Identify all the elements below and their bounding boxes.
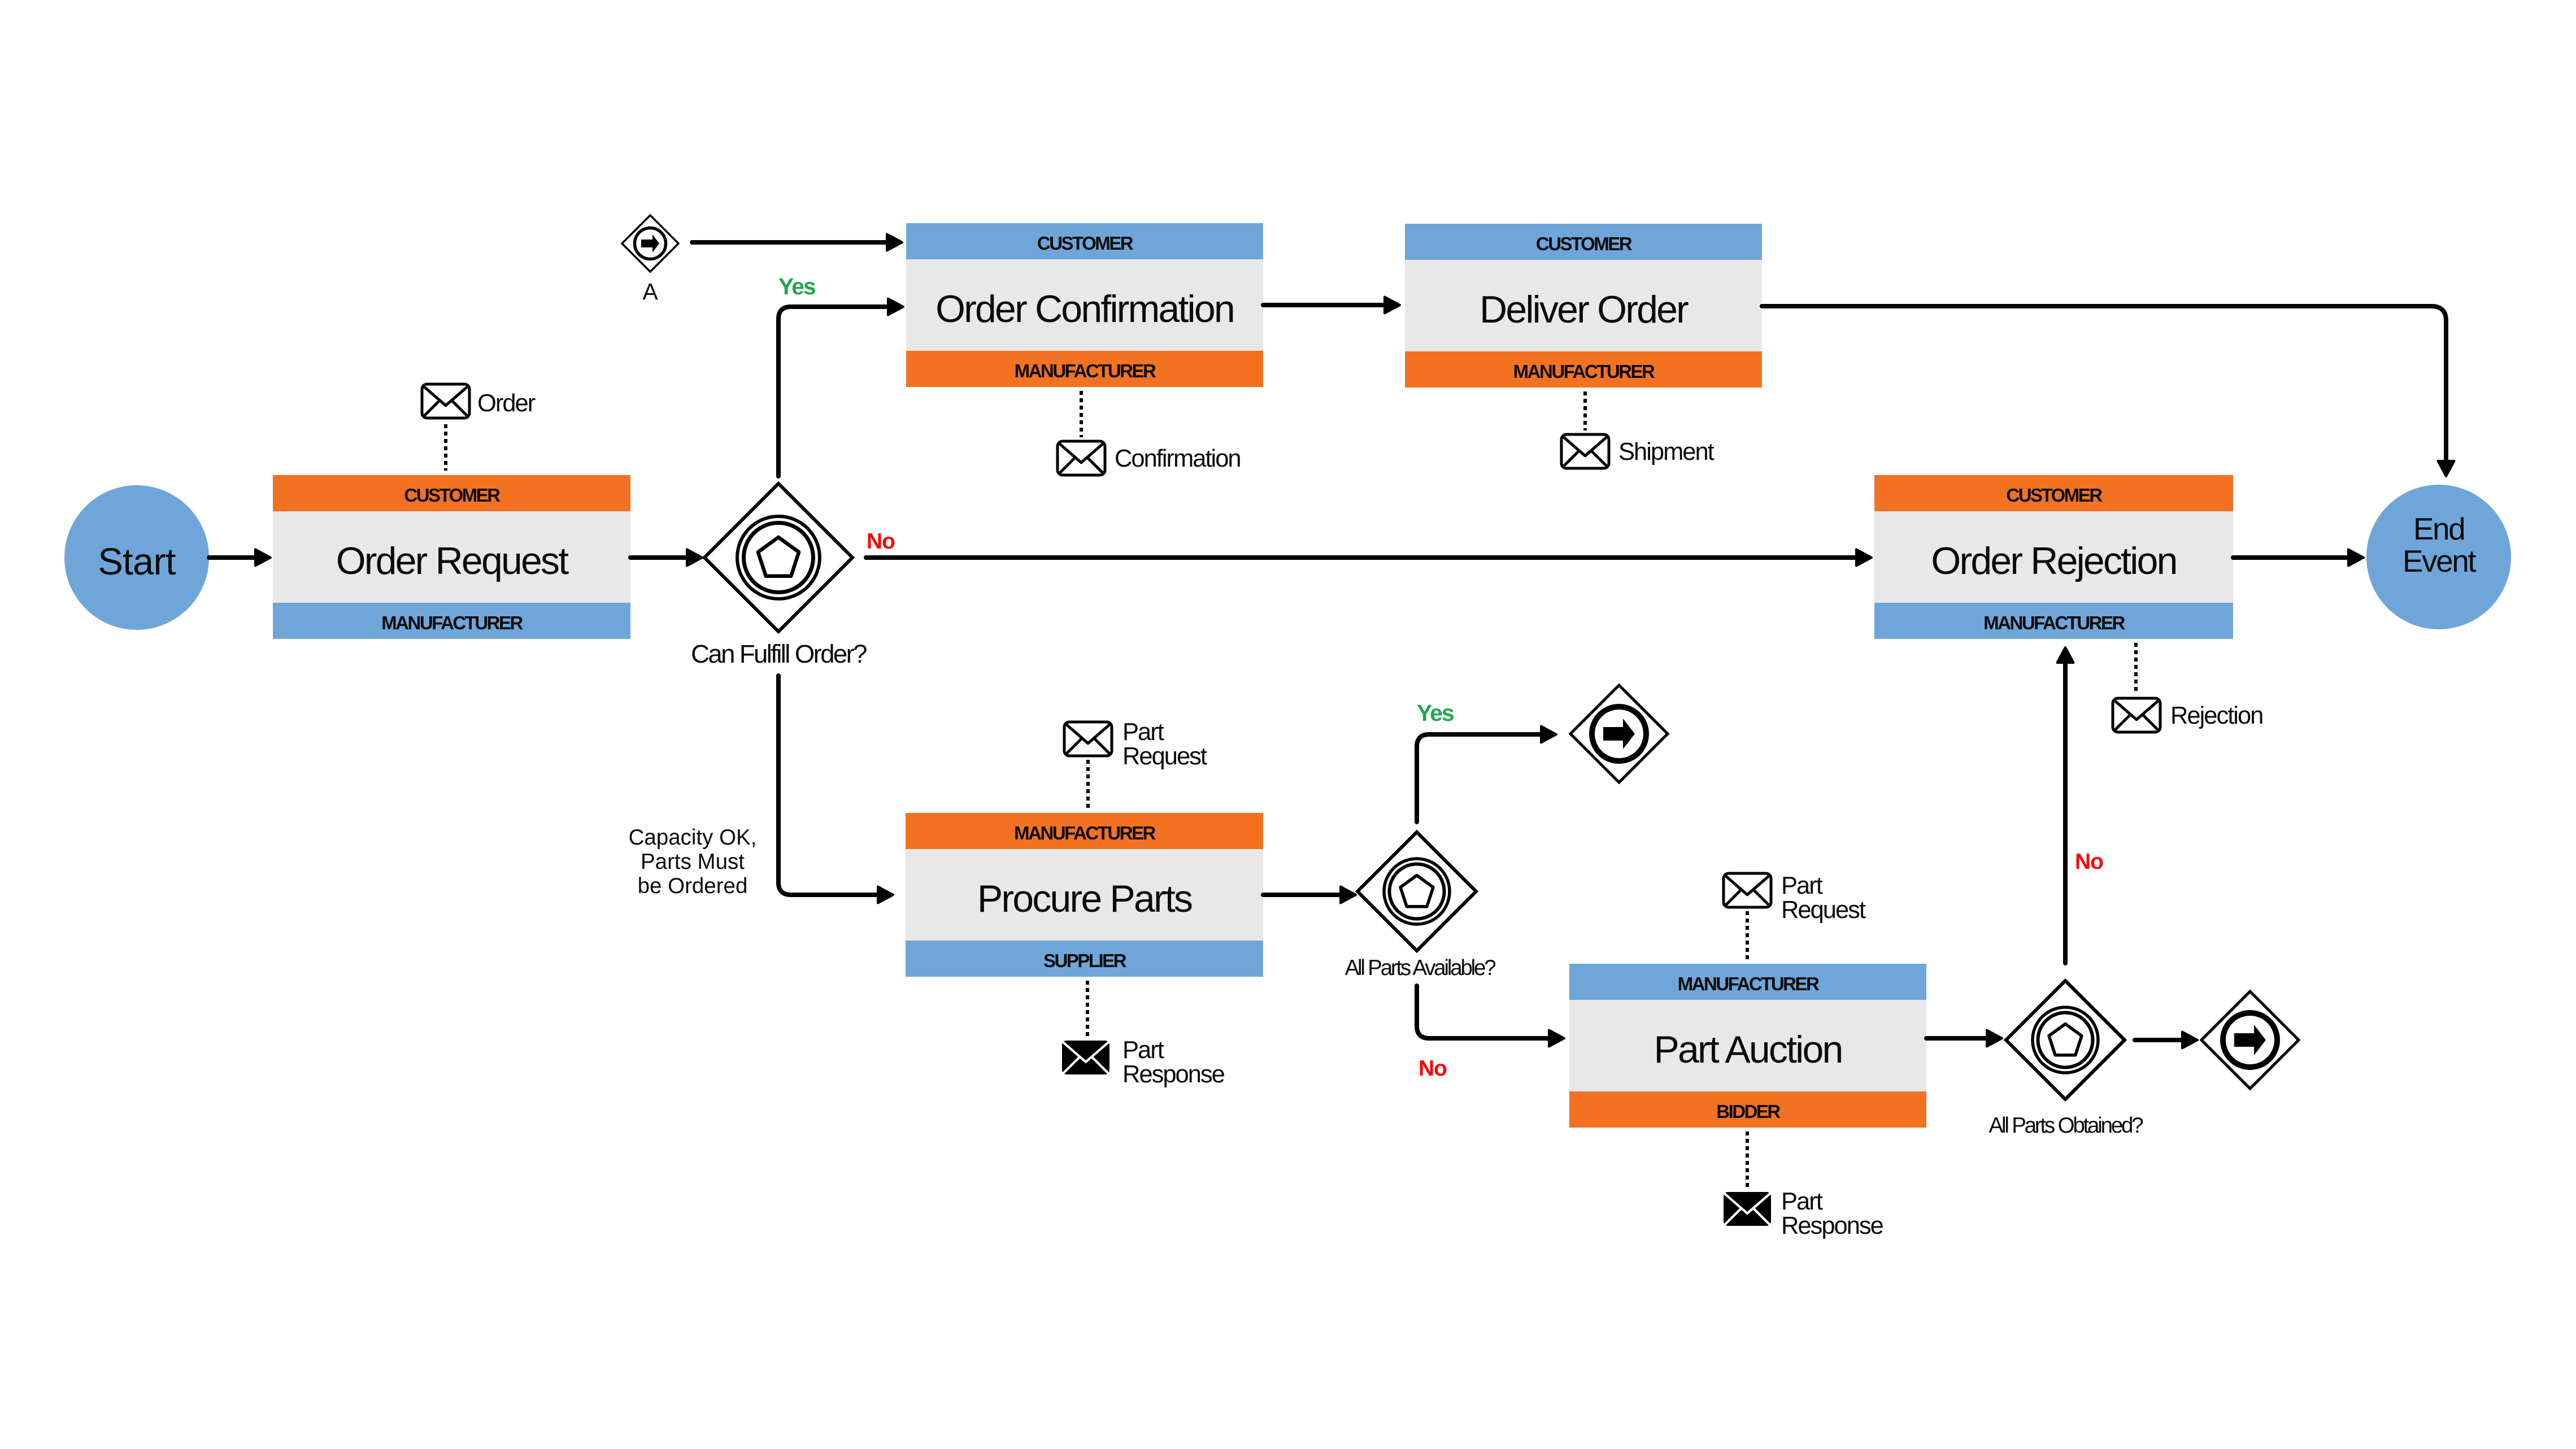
- svg-text:MANUFACTURER: MANUFACTURER: [1015, 360, 1156, 381]
- svg-text:All Parts Available?: All Parts Available?: [1345, 956, 1496, 980]
- svg-text:No: No: [867, 529, 895, 554]
- svg-text:Parts Must: Parts Must: [641, 850, 745, 874]
- svg-text:BIDDER: BIDDER: [1716, 1101, 1781, 1122]
- svg-text:Request: Request: [1122, 743, 1207, 770]
- svg-text:MANUFACTURER: MANUFACTURER: [1678, 973, 1820, 994]
- svg-text:A: A: [642, 279, 658, 304]
- svg-text:MANUFACTURER: MANUFACTURER: [1513, 361, 1655, 382]
- svg-text:MANUFACTURER: MANUFACTURER: [381, 612, 523, 633]
- svg-text:Request: Request: [1781, 897, 1866, 924]
- svg-text:Deliver Order: Deliver Order: [1480, 288, 1689, 331]
- svg-text:Confirmation: Confirmation: [1115, 445, 1241, 472]
- svg-text:Part: Part: [1122, 1037, 1164, 1064]
- svg-text:No: No: [1418, 1056, 1447, 1081]
- svg-text:Yes: Yes: [778, 273, 816, 299]
- svg-text:Yes: Yes: [1417, 700, 1454, 726]
- svg-text:Response: Response: [1122, 1061, 1225, 1088]
- svg-text:Rejection: Rejection: [2170, 702, 2262, 729]
- svg-text:Capacity OK,: Capacity OK,: [629, 825, 757, 850]
- svg-text:End: End: [2413, 511, 2464, 546]
- svg-text:All Parts Obtained?: All Parts Obtained?: [1989, 1113, 2143, 1138]
- svg-text:CUSTOMER: CUSTOMER: [2006, 485, 2103, 506]
- svg-text:Order Request: Order Request: [336, 539, 569, 582]
- svg-text:Shipment: Shipment: [1618, 438, 1715, 465]
- svg-text:be Ordered: be Ordered: [638, 874, 748, 898]
- svg-text:MANUFACTURER: MANUFACTURER: [1014, 823, 1156, 843]
- svg-text:Part Auction: Part Auction: [1653, 1028, 1842, 1071]
- svg-text:CUSTOMER: CUSTOMER: [1037, 233, 1134, 254]
- svg-text:Part: Part: [1781, 1188, 1823, 1215]
- svg-text:MANUFACTURER: MANUFACTURER: [1983, 612, 2125, 633]
- svg-text:CUSTOMER: CUSTOMER: [404, 485, 501, 506]
- svg-text:Procure Parts: Procure Parts: [977, 877, 1192, 920]
- svg-text:Order Confirmation: Order Confirmation: [935, 288, 1234, 330]
- svg-text:Start: Start: [98, 541, 176, 583]
- svg-text:Can Fulfill Order?: Can Fulfill Order?: [691, 639, 867, 668]
- svg-text:Part: Part: [1122, 719, 1164, 746]
- svg-text:Order: Order: [477, 390, 536, 417]
- svg-text:Response: Response: [1781, 1212, 1883, 1239]
- svg-text:Part: Part: [1781, 872, 1823, 899]
- svg-text:Event: Event: [2403, 543, 2476, 578]
- svg-text:No: No: [2075, 850, 2103, 874]
- svg-text:Order Rejection: Order Rejection: [1931, 539, 2176, 582]
- svg-text:SUPPLIER: SUPPLIER: [1043, 950, 1127, 971]
- svg-text:CUSTOMER: CUSTOMER: [1536, 233, 1633, 254]
